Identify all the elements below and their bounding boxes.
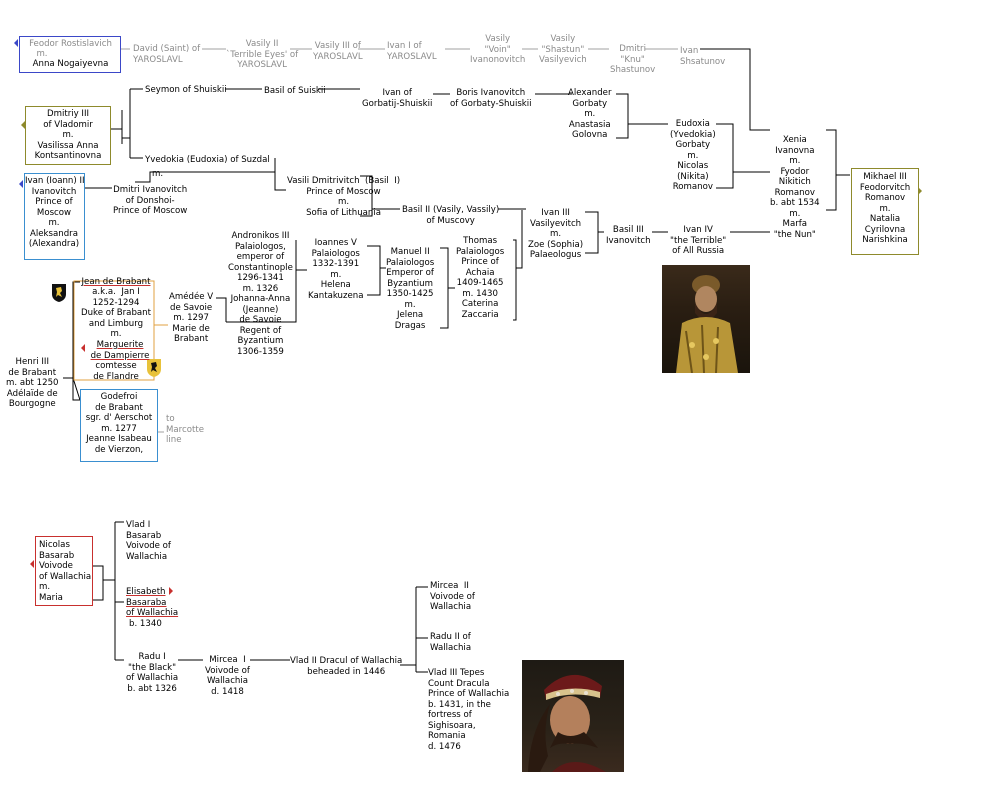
dmitriy3-box — [25, 106, 111, 165]
back-arrow-icon[interactable] — [30, 560, 34, 568]
node-vlad1: Vlad I Basarab Voivode of Wallachia — [126, 520, 171, 562]
marguerite-link[interactable]: Marguerite de Dampierre — [90, 340, 150, 361]
node-ivan-shsatunov: Ivan Shsatunov — [680, 46, 726, 67]
forward-arrow-icon[interactable] — [918, 187, 922, 195]
jean-brabant-link[interactable]: Jean de Brabant — [81, 277, 151, 287]
ivan-ioann-box — [24, 173, 85, 260]
node-vasili-dmitrivitch: Vasili Dmitrivitch (Basil I) Prince of M… — [287, 176, 401, 218]
node-vasily-voin: Vasily "Voin" Ivanonovitch — [470, 34, 526, 65]
back-arrow-icon[interactable] — [19, 180, 23, 188]
node-vlad3: Vlad III Tepes Count Dracula Prince of W… — [428, 668, 510, 752]
node-marguerite[interactable]: Marguerite de Dampierre — [80, 340, 160, 361]
node-godefroi[interactable]: Godefroi de Brabant sgr. d' Aerschot m. … — [85, 392, 153, 455]
node-vasily-shastun: Vasily "Shastun" Vasilyevich — [539, 34, 587, 65]
node-vlad2: Vlad II Dracul of Wallachia beheaded in … — [290, 656, 403, 677]
mikhael-box — [851, 168, 919, 255]
node-manuel: Manuel II Palaiologos Emperor of Byzanti… — [386, 247, 435, 331]
node-mircea2: Mircea II Voivode of Wallachia — [430, 581, 475, 612]
node-ivan3: Ivan III Vasilyevitch m. Zoe (Sophia) Pa… — [528, 208, 584, 260]
node-amedee: Amédée V de Savoie m. 1297 Marie de Brab… — [169, 292, 214, 344]
node-dmitriy3[interactable]: Dmitriy III of Vladomir m. Vasilissa Ann… — [34, 109, 102, 161]
nicolas-box — [35, 536, 93, 606]
node-elisabeth[interactable]: Elisabeth Basaraba of Wallachia — [126, 587, 178, 619]
ivan-the-terrible-portrait — [662, 265, 750, 373]
node-to-marcotte[interactable]: to Marcotte line — [166, 414, 205, 445]
node-radu1: Radu I "the Black" of Wallachia b. abt 1… — [126, 652, 179, 694]
back-arrow-icon[interactable] — [81, 344, 85, 352]
back-arrow-icon[interactable] — [14, 39, 18, 47]
node-henri: Henri III de Brabant m. abt 1250 Adélaïd… — [6, 357, 59, 409]
feodor-married: m. — [36, 49, 48, 59]
node-vasily3: Vasily III of YAROSLAVL — [313, 41, 363, 62]
node-nicolas[interactable]: Nicolas Basarab Voivode of Wallachia m. … — [39, 540, 92, 603]
node-seymon: Seymon of Shuiskii — [145, 85, 227, 95]
node-ivan-ioann[interactable]: Ivan (Ioann) II Ivanovitch Prince of Mos… — [25, 176, 85, 249]
feodor-name[interactable]: Feodor Rostislavich — [29, 39, 112, 49]
node-jean-details: a.k.a. Jan I 1252-1294 Duke of Brabant a… — [80, 287, 151, 339]
node-mircea1: Mircea I Voivode of Wallachia d. 1418 — [205, 655, 250, 697]
node-basil-suiskii: Basil of Suiskii — [264, 86, 326, 96]
node-ioannes: Ioannes V Palaiologos 1332-1391 m. Helen… — [308, 238, 364, 301]
node-david: David (Saint) of YAROSLAVL — [133, 44, 201, 65]
node-basil2: Basil II (Vasily, Vassily) of Muscovy — [402, 205, 500, 226]
node-radu2: Radu II of Wallachia — [430, 632, 472, 653]
feodor-box — [19, 36, 121, 73]
node-boris: Boris Ivanovitch of Gorbaty-Shuiskii — [450, 88, 532, 109]
back-arrow-icon[interactable] — [21, 121, 25, 129]
forward-arrow-icon[interactable] — [169, 587, 173, 595]
elisabeth-link[interactable]: Elisabeth Basaraba of Wallachia — [126, 587, 179, 618]
node-elisabeth-b: b. 1340 — [129, 619, 162, 629]
anna-name[interactable]: Anna Nogaiyevna — [32, 59, 109, 69]
vlad-tepes-portrait — [522, 660, 624, 772]
node-andronikos: Andronikos III Palaiologos, emperor of C… — [228, 231, 293, 357]
node-yvedokia-m: m. — [152, 169, 164, 179]
node-eudoxia-gorbaty: Eudoxia (Yvedokia) Gorbaty m. Nicolas (N… — [670, 119, 716, 192]
brabant-lion-shield-icon — [52, 284, 66, 302]
node-xenia: Xenia Ivanovna m. Fyodor Nikitich Romano… — [770, 135, 820, 240]
node-basil3: Basil III Ivanovitch — [606, 225, 651, 246]
node-mikhael[interactable]: Mikhael III Feodorvitch Romanov m. Natal… — [859, 172, 911, 245]
node-vasily2: Vasily II `Terrible Eyes' of YAROSLAVL — [226, 39, 299, 70]
node-dmitri-ivanovitch: Dmitri Ivanovitch of Donshoi- Prince of … — [113, 185, 188, 216]
flanders-lion-shield-icon — [147, 359, 161, 377]
node-jean-brabant[interactable]: Jean de Brabant — [76, 277, 156, 288]
node-marguerite-details: comtesse de Flandre — [93, 361, 139, 382]
node-dmitri-knu: Dmitri "Knu" Shastunov — [610, 44, 656, 75]
node-ivan-gorbatij: Ivan of Gorbatij-Shuiskii — [362, 88, 433, 109]
node-ivan4: Ivan IV "the Terrible" of All Russia — [670, 225, 727, 256]
node-yvedokia: Yvedokia (Eudoxia) of Suzdal — [145, 155, 270, 165]
godefroi-box — [80, 389, 158, 462]
node-alexander: Alexander Gorbaty m. Anastasia Golovna — [568, 88, 612, 140]
node-thomas: Thomas Palaiologos Prince of Achaia 1409… — [456, 236, 505, 320]
node-ivan1: Ivan I of YAROSLAVL — [387, 41, 437, 62]
